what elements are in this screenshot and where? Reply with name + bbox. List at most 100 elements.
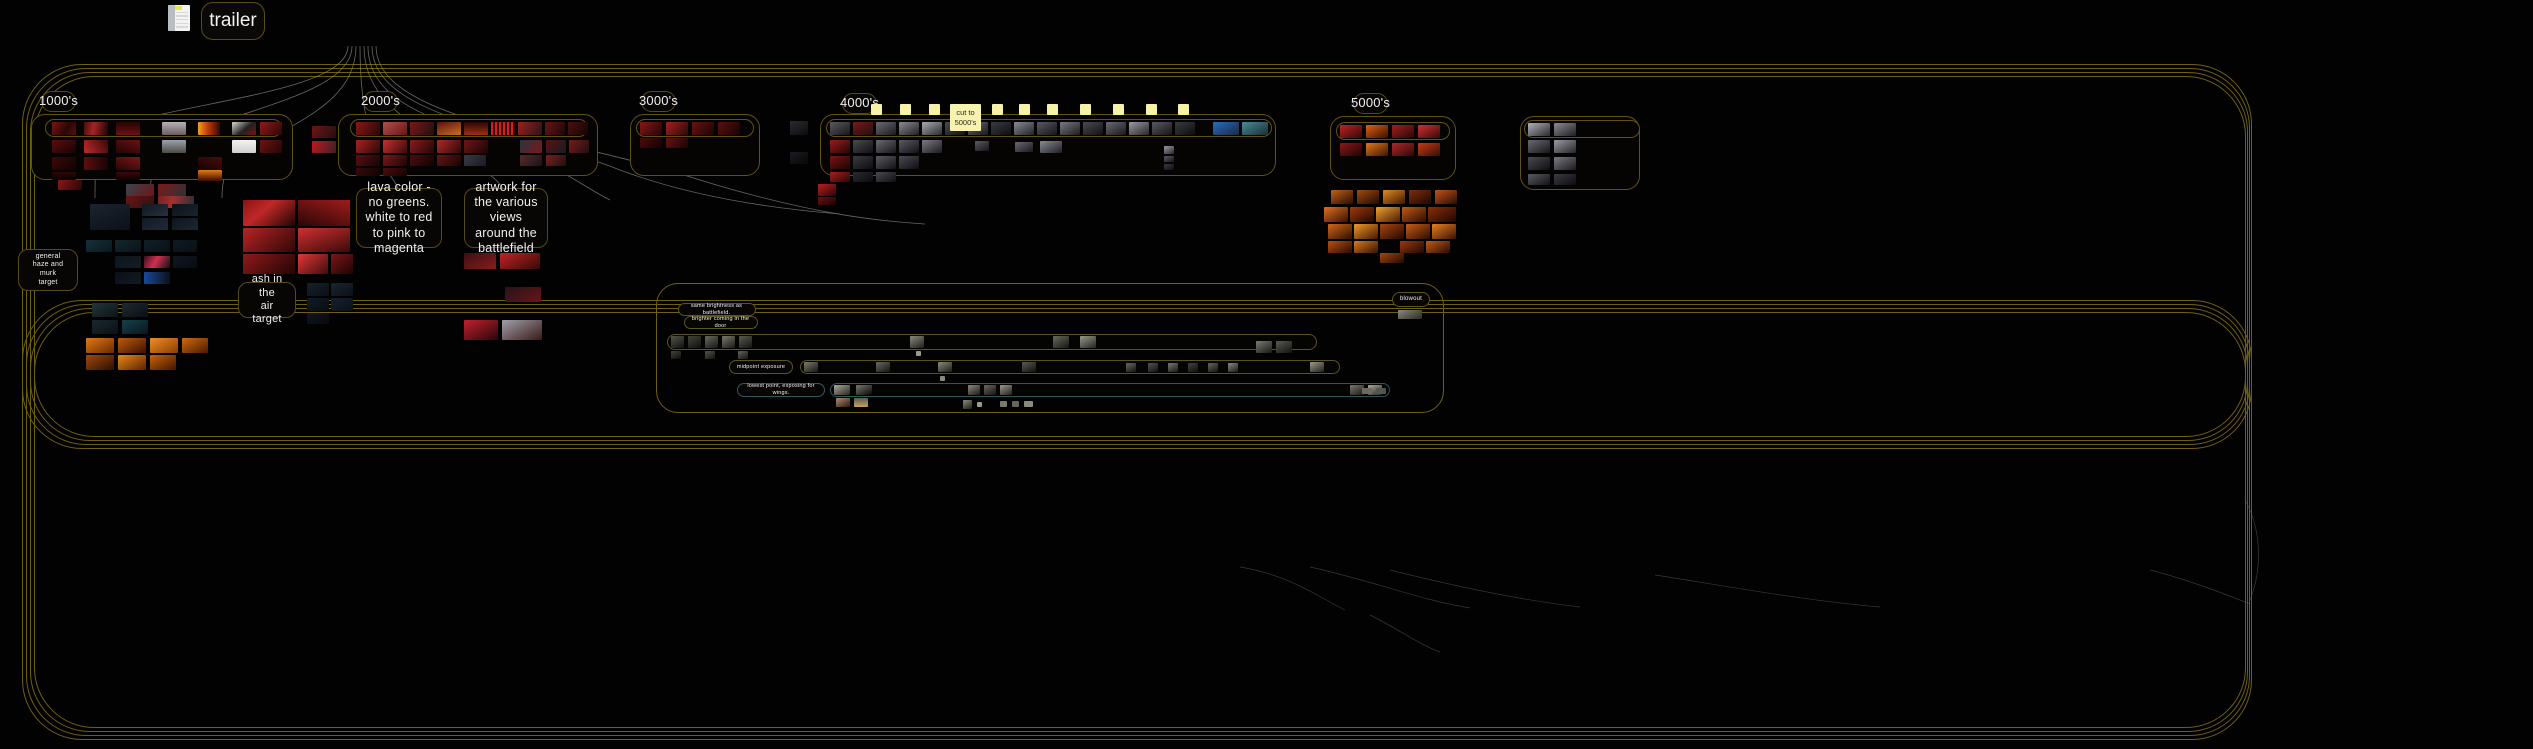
thumbnail[interactable] [1164,146,1174,154]
thumbnail[interactable] [1164,164,1174,170]
thumbnail[interactable] [1083,122,1103,135]
thumbnail[interactable] [1380,253,1404,263]
thumbnail[interactable] [298,200,350,226]
thumbnail[interactable] [1383,190,1405,204]
thumbnail[interactable] [520,140,542,153]
thumbnail[interactable] [52,172,76,180]
thumbnail[interactable] [410,140,434,153]
thumbnail[interactable] [116,157,140,170]
thumbnail[interactable] [1242,122,1268,135]
thumbnail[interactable] [437,155,461,166]
thumbnail[interactable] [84,140,108,153]
timeline-row-3[interactable] [830,383,1390,397]
thumbnail[interactable] [1354,241,1378,253]
thumbnail[interactable] [173,256,197,268]
thumbnail[interactable] [172,218,198,230]
thumbnail[interactable] [854,398,868,407]
thumbnail[interactable] [1350,385,1364,395]
thumbnail[interactable] [804,362,818,372]
thumbnail[interactable] [1528,140,1550,153]
thumbnail[interactable] [437,140,461,153]
thumbnail[interactable] [198,157,222,170]
thumbnail[interactable] [876,362,890,372]
thumbnail[interactable] [899,156,919,169]
thumbnail[interactable] [853,140,873,153]
thumbnail[interactable] [546,140,566,153]
thumbnail[interactable] [1208,363,1218,372]
thumbnail[interactable] [307,283,329,296]
thumbnail[interactable] [92,303,118,317]
thumbnail[interactable] [331,298,353,311]
note-lava-color[interactable]: lava color - no greens. white to red to … [356,180,442,255]
thumbnail[interactable] [92,320,118,334]
thumbnail[interactable] [307,298,329,311]
thumbnail[interactable] [545,122,565,135]
sticky-marker-1[interactable] [871,104,882,115]
thumbnail[interactable] [671,336,684,348]
thumbnail[interactable] [1175,122,1195,135]
thumbnail[interactable] [1328,241,1352,253]
thumbnail[interactable] [144,240,170,252]
note-ash-air[interactable]: ash in the air target [238,273,296,325]
thumbnail[interactable] [1406,224,1430,239]
thumbnail[interactable] [356,155,380,166]
thumbnail[interactable] [1426,241,1450,253]
thumbnail[interactable] [1350,207,1374,222]
thumbnail[interactable] [1380,224,1404,239]
thumbnail[interactable] [198,170,222,181]
thumbnail[interactable] [1080,336,1096,348]
thumbnail[interactable] [899,140,919,153]
thumbnail[interactable] [500,253,540,269]
thumbnail[interactable] [307,313,329,324]
thumbnail[interactable] [1528,174,1550,185]
thumbnail[interactable] [1188,363,1198,372]
thumbnail[interactable] [1340,125,1362,138]
thumbnail[interactable] [182,338,208,353]
thumbnail[interactable] [1152,122,1172,135]
thumbnail[interactable] [518,122,542,135]
thumbnail[interactable] [437,122,461,135]
sticky-marker-6[interactable] [1047,104,1058,115]
thumbnail[interactable] [84,122,108,135]
thumbnail[interactable] [876,140,896,153]
thumbnail[interactable] [505,287,541,302]
thumbnail[interactable] [899,122,919,135]
thumbnail[interactable] [818,184,836,196]
note-lowest-point[interactable]: lowest point, exposing for wings. [737,383,825,397]
thumbnail[interactable] [830,172,850,182]
thumbnail[interactable] [1376,388,1386,394]
sticky-marker-10[interactable] [1178,104,1189,115]
thumbnail[interactable] [790,121,808,135]
thumbnail[interactable] [86,338,114,353]
thumbnail[interactable] [464,122,488,135]
thumbnail[interactable] [830,122,850,135]
thumbnail[interactable] [1164,156,1174,162]
thumbnail[interactable] [298,228,350,252]
thumbnail[interactable] [150,338,178,353]
thumbnail[interactable] [162,122,186,135]
thumbnail[interactable] [1409,190,1431,204]
note-artwork-views[interactable]: artwork for the various views around the… [464,180,548,255]
thumbnail[interactable] [1129,122,1149,135]
thumbnail[interactable] [991,122,1011,135]
thumbnail[interactable] [1354,224,1378,239]
thumbnail[interactable] [312,126,336,138]
thumbnail[interactable] [52,122,76,135]
thumbnail[interactable] [1024,401,1033,407]
sequence-label-3000[interactable]: 3000's [639,91,678,112]
thumbnail[interactable] [1392,143,1414,156]
thumbnail[interactable] [144,272,170,284]
sticky-marker-5[interactable] [1019,104,1030,115]
thumbnail[interactable] [830,156,850,169]
thumbnail[interactable] [52,157,76,170]
thumbnail[interactable] [977,402,982,407]
thumbnail[interactable] [115,272,141,284]
thumbnail[interactable] [1037,122,1057,135]
thumbnail[interactable] [243,200,295,226]
thumbnail[interactable] [968,385,980,395]
thumbnail[interactable] [1432,224,1456,239]
thumbnail[interactable] [232,140,256,153]
thumbnail[interactable] [118,355,146,370]
thumbnail[interactable] [356,140,380,153]
